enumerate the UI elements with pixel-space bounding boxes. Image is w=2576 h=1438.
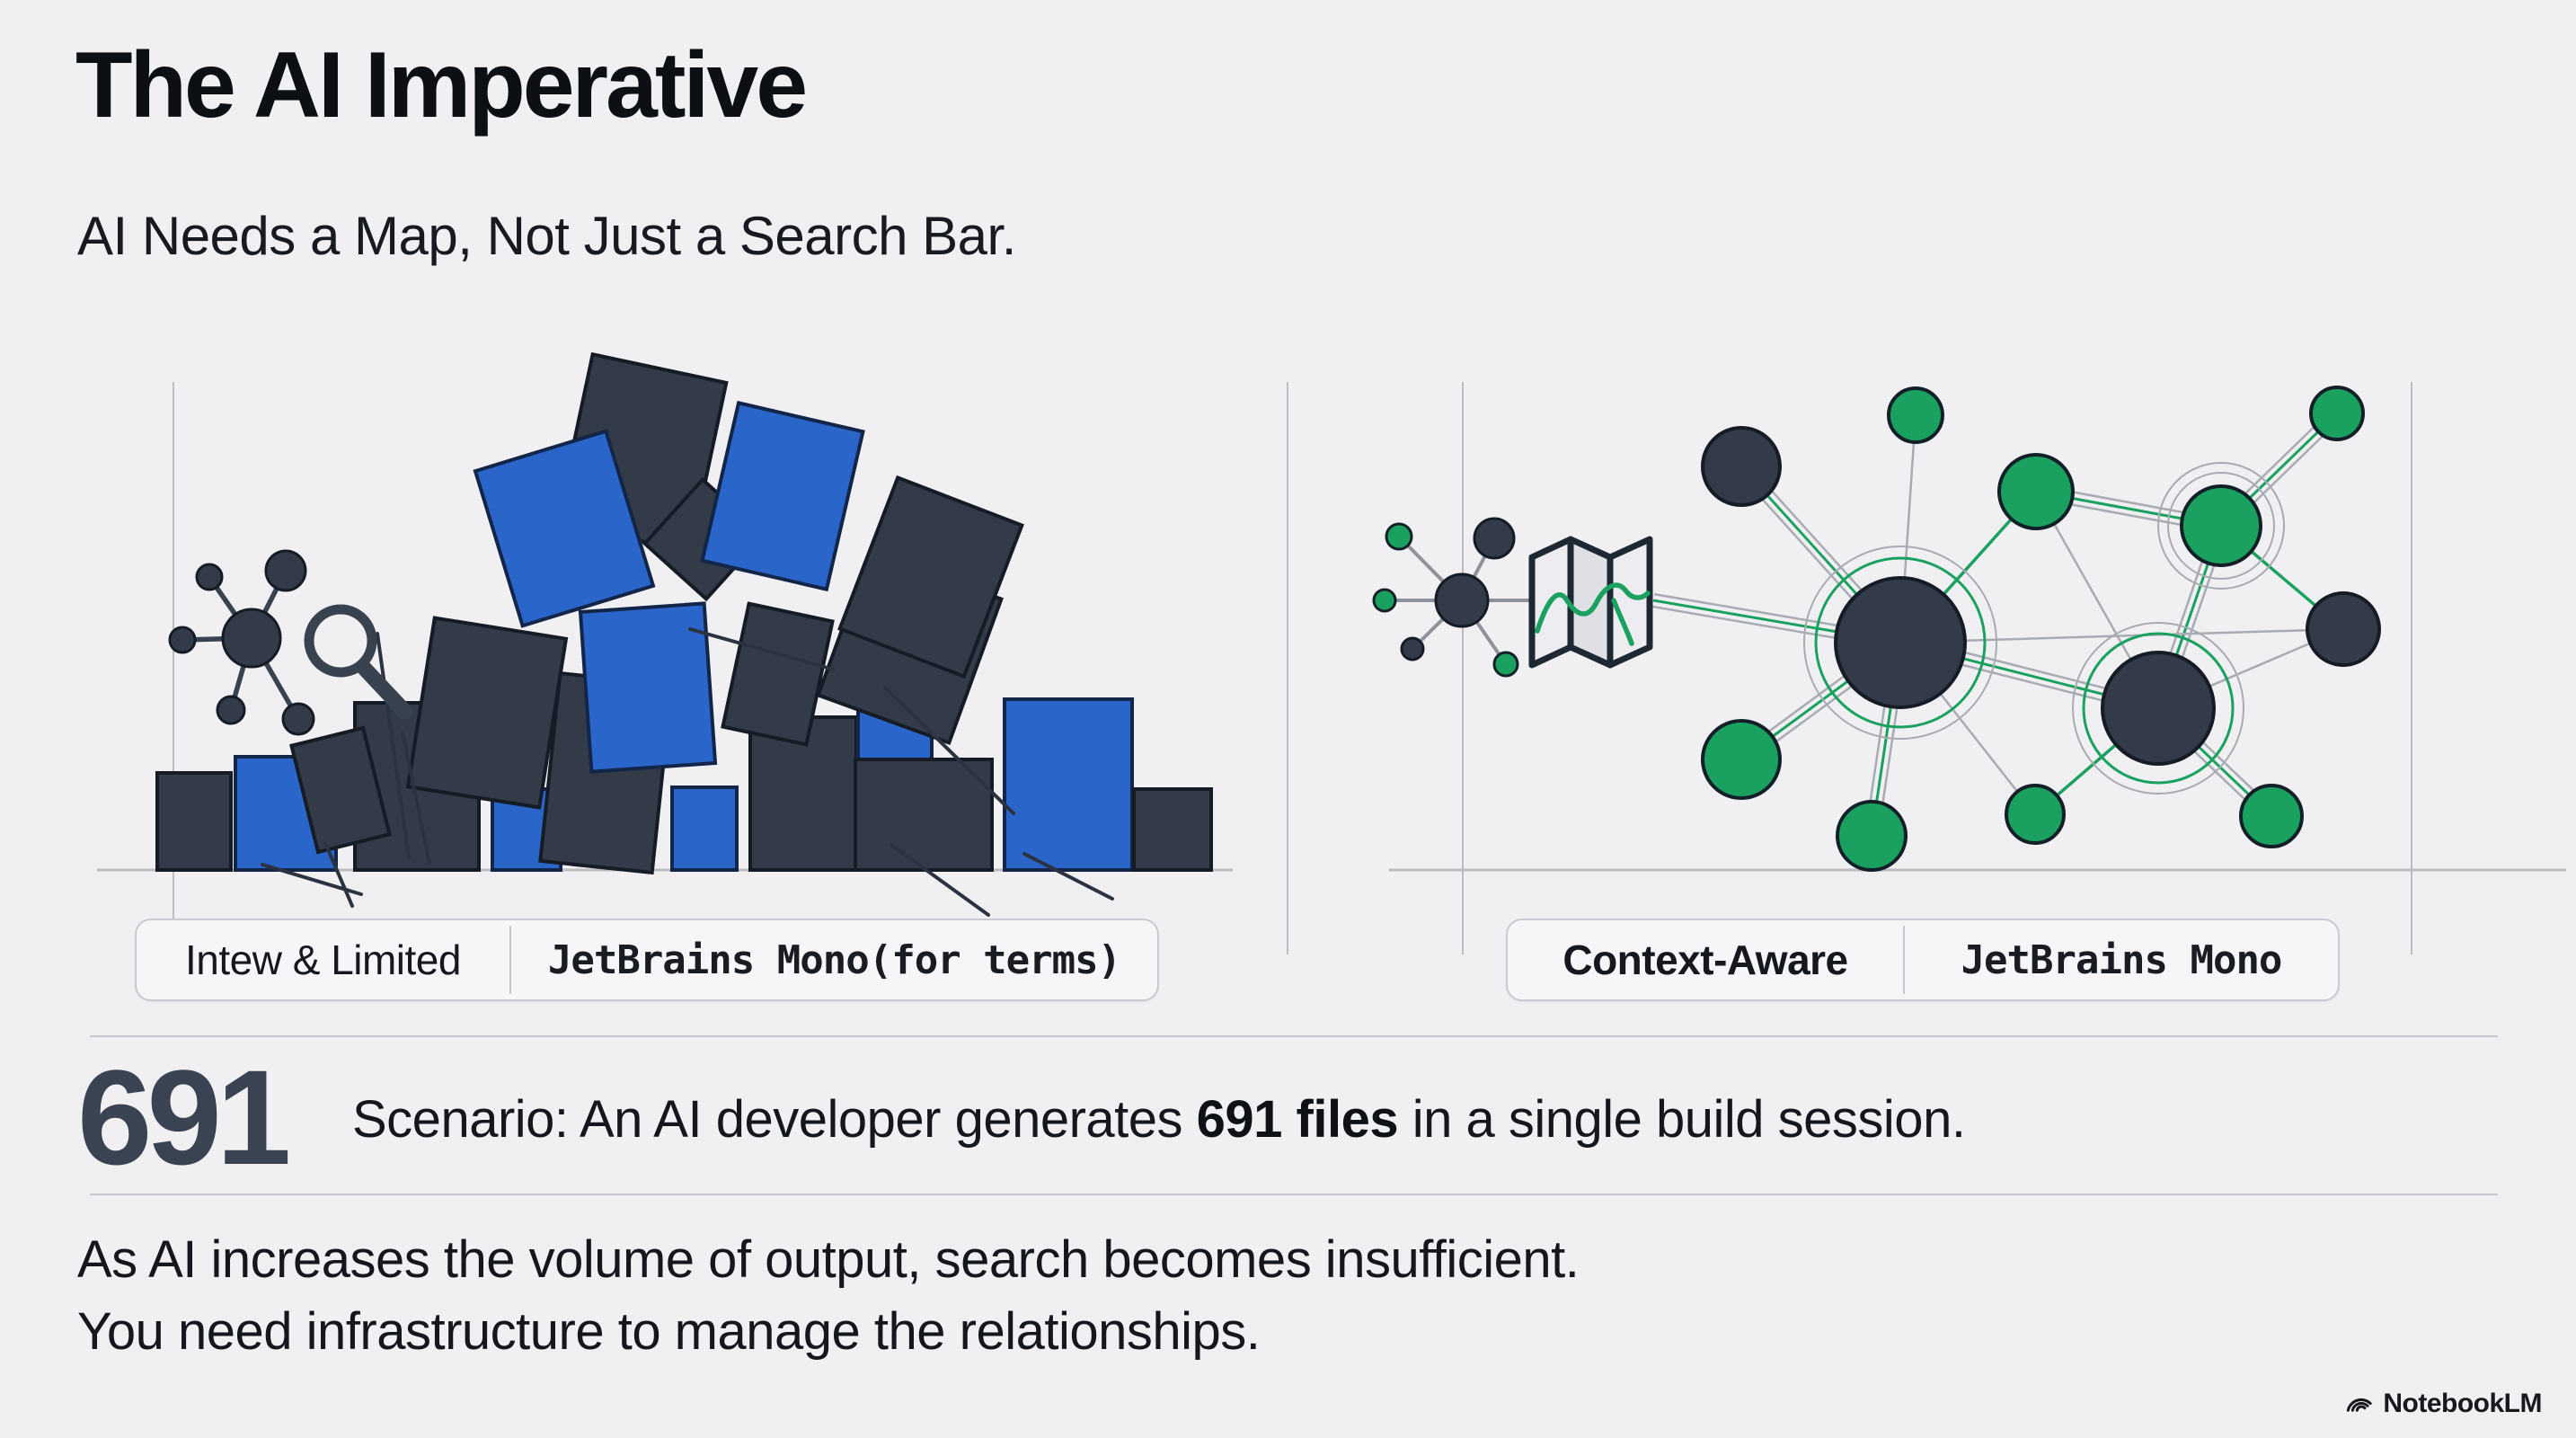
stat-divider-bottom [90,1194,2498,1195]
map-route-branch [1611,598,1634,646]
left-caption-text: Intew & Limited [185,936,461,983]
closing-line-2: You need infrastructure to manage the re… [77,1302,1261,1362]
right-panel-caption: Context-Aware JetBrains Mono [1506,919,2340,1001]
left-caption-mono-text: JetBrains Mono(for terms) [547,936,1121,983]
debris-slash [883,686,1015,815]
graph-node-ring [2167,472,2275,580]
closing-line-1: As AI increases the volume of output, se… [77,1230,1580,1289]
mini-network-node [281,702,315,736]
file-square [578,601,718,774]
file-square [837,475,1024,679]
debris-slash [401,731,431,865]
graph-node-ring [2157,462,2285,590]
mini-network-node [1400,636,1425,661]
debris-slash [261,863,363,896]
file-square [854,758,994,872]
graph-node-ring [2072,622,2244,794]
file-square [405,616,569,810]
file-square [1003,697,1134,872]
caption-divider [1903,926,1905,994]
caption-divider [509,926,511,994]
notebooklm-icon [2347,1398,2373,1412]
stat-sentence-pre: Scenario: An AI developer generates [352,1090,1197,1149]
map-icon [1528,536,1653,669]
mini-network-node [216,695,246,725]
graph-node [1701,426,1782,507]
right-caption-mono-text: JetBrains Mono [1961,936,2283,983]
debris-slash [376,632,411,860]
graph-node-ring [2082,632,2235,785]
file-square [473,429,656,628]
knowledge-graph-illustration [1372,386,2381,872]
stat-sentence: Scenario: An AI developer generates 691 … [352,1089,1966,1150]
mini-network-node [1372,588,1397,613]
mini-network-node [195,563,224,591]
graph-node [2306,591,2381,667]
file-square [721,601,835,747]
notebooklm-watermark: NotebookLM [2343,1388,2542,1420]
page-subtitle: AI Needs a Map, Not Just a Search Bar. [77,206,1016,266]
graph-node [1997,453,2075,530]
left-caption-second-cell: JetBrains Mono(for terms) [511,920,1157,999]
file-pile-illustration [155,351,1213,917]
graph-edge-gray [1899,627,2344,644]
mini-network-hub [1434,573,1490,628]
magnifier-handle [355,659,413,720]
graph-node [2180,484,2262,567]
file-square [700,400,865,592]
notebooklm-label: NotebookLM [2383,1389,2542,1418]
graph-node [2101,651,2216,766]
mini-network-hub [221,608,282,669]
stat-divider-top [90,1035,2498,1037]
stat-sentence-bold: 691 files [1196,1090,1399,1149]
mini-network-node [1492,651,1519,678]
file-square [155,771,233,872]
mini-network-node [1473,517,1516,560]
graph-node-ring [1803,546,1997,740]
file-square [289,725,392,855]
graph-node [1887,386,1944,444]
graph-node [1834,576,1967,709]
file-square [748,715,858,872]
left-caption-first-cell: Intew & Limited [137,920,509,999]
graph-node [2309,386,2365,441]
map-fold-middle [1567,536,1614,669]
magnifier-icon [304,604,377,678]
file-square [1132,787,1213,872]
right-caption-first-cell: Context-Aware [1508,920,1903,999]
stat-number: 691 [77,1042,291,1193]
mini-network-node [168,626,197,654]
graph-node [2239,784,2304,848]
graph-node [2005,784,2066,845]
graph-node [1701,719,1782,800]
closing-paragraph: As AI increases the volume of output, se… [77,1224,1580,1368]
map-route-line [1535,582,1651,634]
mini-network-node [264,549,307,592]
debris-slash [890,843,990,917]
right-caption-text: Context-Aware [1562,936,1848,983]
left-panel-caption: Intew & Limited JetBrains Mono(for terms… [135,919,1159,1001]
file-square [670,786,739,872]
debris-slash [688,627,836,671]
graph-node [1836,800,1908,872]
mini-network-node [1385,522,1413,551]
graph-node-ring [1814,556,1987,729]
debris-slash [1022,852,1114,901]
map-fold-right [1607,536,1653,669]
page-title: The AI Imperative [75,33,808,138]
debris-slash [323,841,354,908]
stat-sentence-post: in a single build session. [1398,1090,1966,1149]
right-caption-second-cell: JetBrains Mono [1905,920,2338,999]
